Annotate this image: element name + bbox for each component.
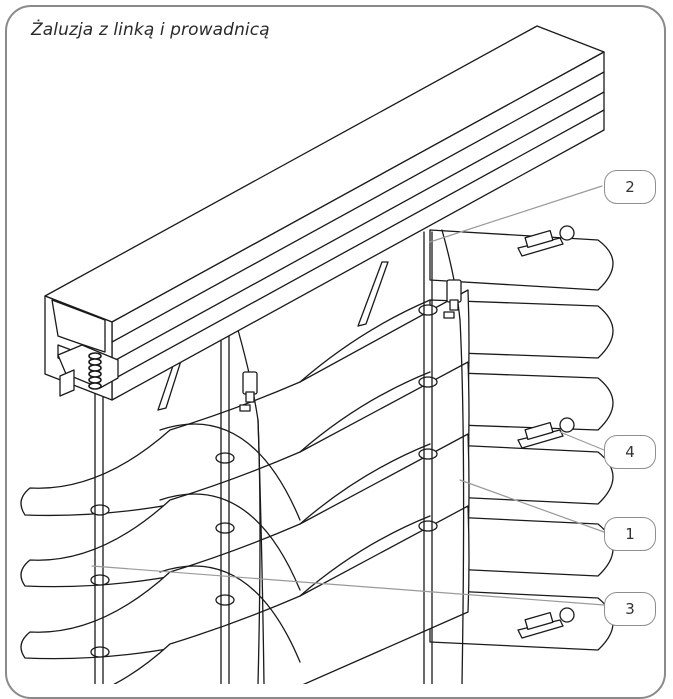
leader-2: [429, 185, 603, 243]
leader-1: [459, 479, 605, 533]
leader-4: [559, 431, 605, 451]
leader-3: [91, 565, 605, 606]
slat-group: [20, 229, 614, 684]
slat: [429, 443, 614, 505]
blind-drawing: [20, 25, 614, 684]
end-bracket: [57, 344, 119, 397]
leader-lines: [91, 185, 605, 606]
slat: [429, 229, 614, 291]
cord-clips: [239, 279, 462, 412]
slat-curves: [159, 299, 431, 663]
callout-4: 4: [604, 435, 656, 469]
cords: [94, 229, 465, 684]
callout-1: 1: [604, 517, 656, 551]
slat: [20, 505, 470, 684]
callout-2: 2: [604, 170, 656, 204]
slat: [429, 589, 614, 651]
diagram-title: Żaluzja z linką i prowadnicą: [31, 20, 270, 40]
spring: [88, 352, 102, 390]
slat: [429, 299, 614, 359]
wall-guides: [517, 225, 575, 639]
callout-3: 3: [604, 592, 656, 626]
slat: [429, 371, 614, 431]
slat: [429, 515, 614, 577]
